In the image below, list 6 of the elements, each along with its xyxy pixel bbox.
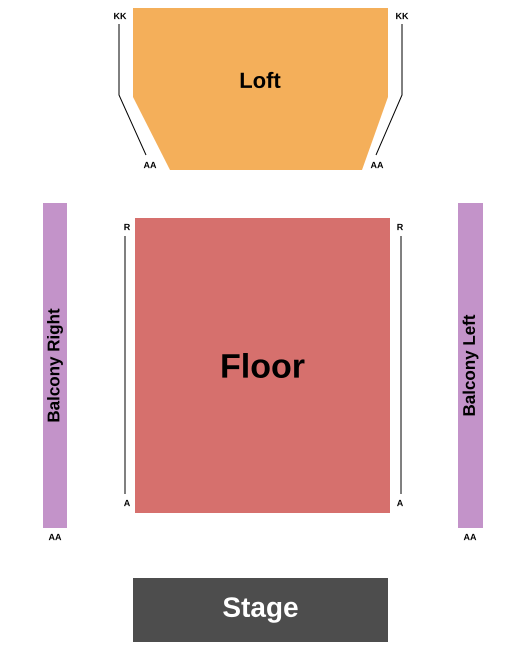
- stage-block: Stage: [133, 578, 388, 642]
- row-label: AA: [370, 162, 384, 168]
- seating-section: Balcony Left: [458, 203, 483, 528]
- seating-section: Floor: [135, 218, 390, 513]
- seating-section: Balcony Right: [43, 203, 67, 528]
- row-label: AA: [144, 162, 156, 168]
